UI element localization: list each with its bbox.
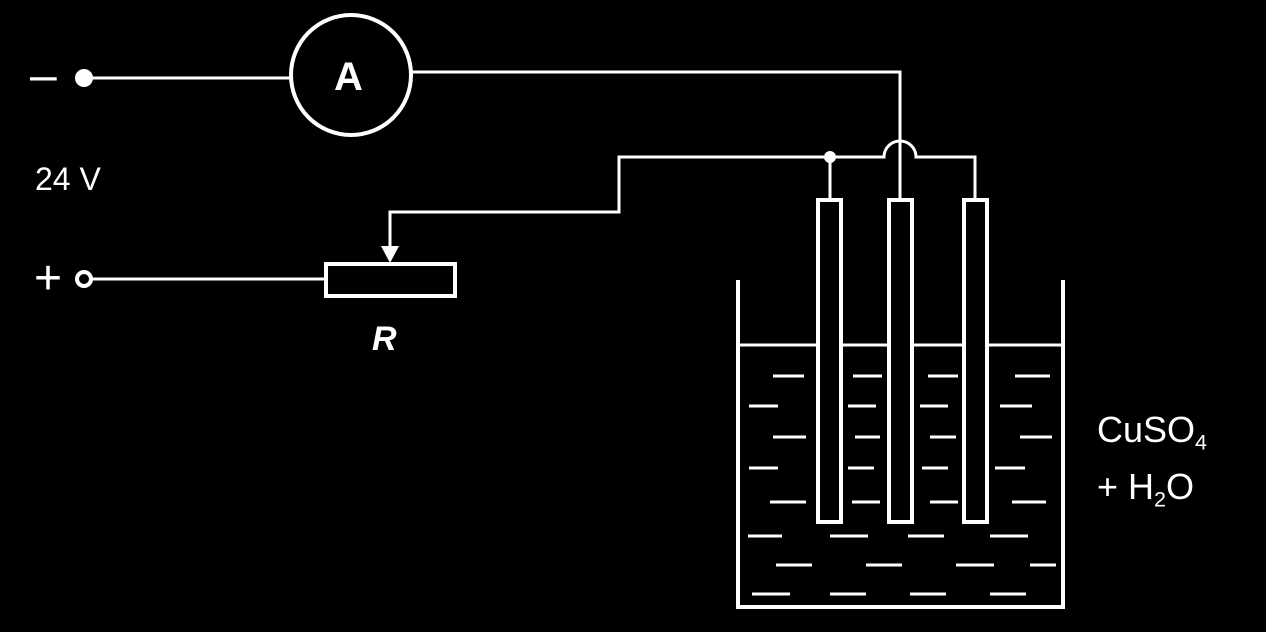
resistor-label: R: [372, 320, 397, 358]
liquid-dashes: [748, 374, 1056, 596]
water-suffix: O: [1166, 465, 1195, 507]
ammeter: [289, 13, 413, 137]
solution-line-1: CuSO4: [1097, 408, 1207, 465]
water-prefix: + H: [1097, 465, 1155, 507]
electrode-right: [962, 198, 989, 524]
ammeter-symbol: A: [334, 55, 363, 99]
solution-formula-main: CuSO: [1097, 409, 1196, 450]
positive-terminal: [75, 270, 93, 288]
positive-symbol: +: [34, 252, 63, 305]
negative-symbol: –: [30, 49, 57, 102]
wire-to-right-electrode: [830, 139, 977, 200]
electrode-middle: [887, 198, 914, 524]
wire-ammeter-to-middle-electrode: [411, 70, 902, 200]
solution-formula-subscript: 4: [1195, 429, 1208, 455]
wiper-arrow: [381, 246, 399, 263]
wiper-wire: [388, 155, 830, 250]
electrode-left: [816, 198, 843, 524]
water-subscript: 2: [1154, 486, 1167, 512]
beaker: [736, 280, 1065, 609]
solution-line-2: + H2O: [1097, 465, 1207, 522]
voltage-label: 24 V: [35, 161, 101, 197]
solution-label: CuSO4 + H2O: [1097, 408, 1207, 521]
variable-resistor: [324, 262, 457, 298]
